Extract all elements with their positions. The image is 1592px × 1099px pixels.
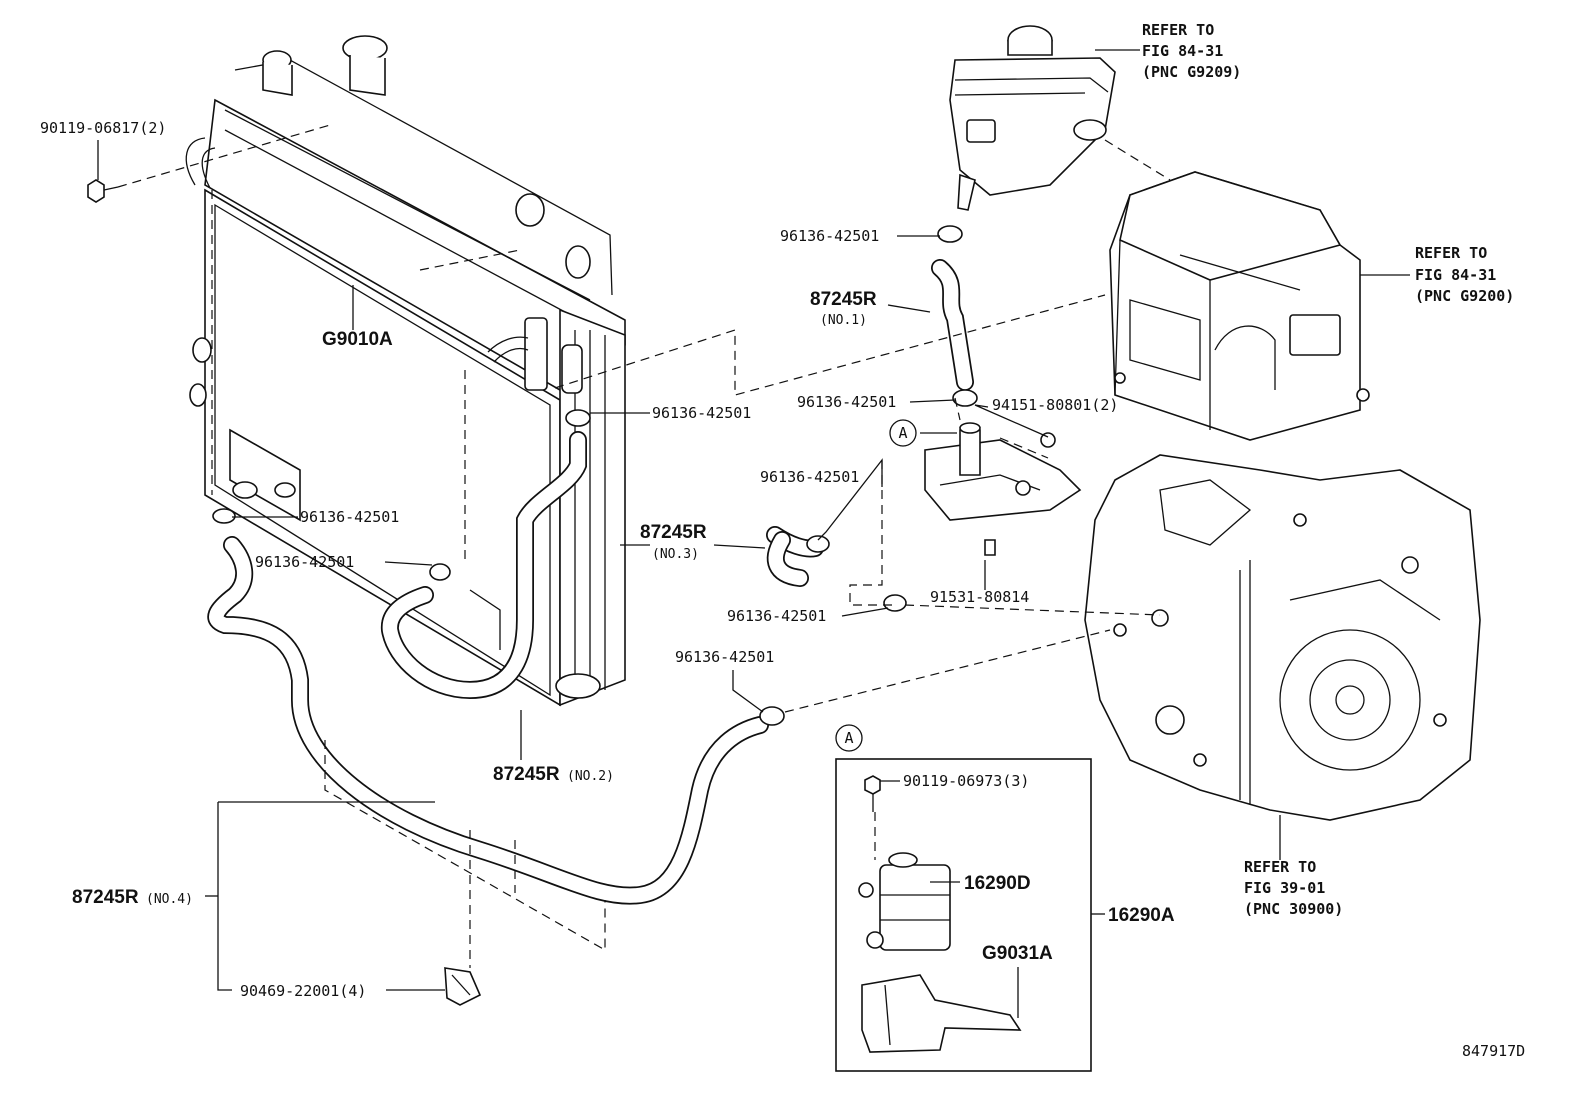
label-hose-no3-sub: (NO.3) xyxy=(652,547,699,562)
label-nut: 94151-80801(2) xyxy=(992,396,1118,414)
label-ref-trans-2: FIG 39-01 xyxy=(1244,879,1325,897)
clamps xyxy=(212,225,978,726)
label-ref-tank-3: (PNC G9209) xyxy=(1142,63,1241,81)
label-hose-no1-sub: (NO.1) xyxy=(820,313,867,328)
radiator-illustration xyxy=(185,35,626,707)
label-clamp-hose-no4: 96136-42501 xyxy=(675,648,774,666)
callout-a-detail: A xyxy=(844,729,853,747)
label-ref-inverter-3: (PNC G9200) xyxy=(1415,287,1514,305)
label-clamp-radiator-lower: 96136-42501 xyxy=(300,508,399,526)
leader-lines xyxy=(97,49,1410,1018)
detail-box-a xyxy=(835,758,1092,1072)
label-hose-no3: 87245R xyxy=(640,522,707,543)
label-pump: 16290D xyxy=(964,873,1031,894)
label-clamp-radiator-upper: 96136-42501 xyxy=(652,404,751,422)
hose-no4-illustration xyxy=(207,536,769,905)
transaxle-illustration xyxy=(1084,454,1481,821)
label-hose-no4-sub: (NO.4) xyxy=(146,892,193,907)
bolt-radiator-illustration xyxy=(87,179,119,203)
diagram-id: 847917D xyxy=(1462,1042,1525,1060)
label-ref-trans-1: REFER TO xyxy=(1244,858,1316,876)
labels: 90119-06817(2) G9010A 96136-42501 96136-… xyxy=(40,21,1525,1060)
label-ref-inverter-2: FIG 84-31 xyxy=(1415,266,1496,284)
label-clamp-tank: 96136-42501 xyxy=(780,227,879,245)
label-bolt-radiator: 90119-06817(2) xyxy=(40,119,166,137)
label-ref-trans-3: (PNC 30900) xyxy=(1244,900,1343,918)
label-bracket: G9031A xyxy=(982,943,1053,964)
reservoir-tank-illustration xyxy=(949,25,1116,211)
label-hose-no4: 87245R xyxy=(72,887,139,908)
label-clamp-pump-lower: 96136-42501 xyxy=(727,607,826,625)
label-pump-assy: 16290A xyxy=(1108,905,1175,926)
label-hose-no2: 87245R xyxy=(493,764,560,785)
label-clip: 90469-22001(4) xyxy=(240,982,366,1000)
callouts: A A xyxy=(835,419,917,752)
label-bolt-detail: 90119-06973(3) xyxy=(903,772,1029,790)
label-radiator: G9010A xyxy=(322,329,393,350)
hose-no2-illustration xyxy=(381,431,587,700)
label-clamp-radiator-bottom: 96136-42501 xyxy=(255,553,354,571)
label-hose-no2-sub: (NO.2) xyxy=(567,769,614,784)
label-ref-tank-1: REFER TO xyxy=(1142,21,1214,39)
water-pump-illustration xyxy=(924,422,1082,556)
callout-a-upper: A xyxy=(898,424,907,442)
label-clamp-hose-no3: 96136-42501 xyxy=(760,468,859,486)
label-ref-inverter-1: REFER TO xyxy=(1415,244,1487,262)
label-clamp-pump-upper: 96136-42501 xyxy=(797,393,896,411)
clip-illustration xyxy=(444,967,482,1006)
label-ref-tank-2: FIG 84-31 xyxy=(1142,42,1223,60)
dashed-lines xyxy=(117,124,1171,968)
label-hose-no1: 87245R xyxy=(810,289,877,310)
label-bolt-pump: 91531-80814 xyxy=(930,588,1029,606)
inverter-illustration xyxy=(1109,171,1370,441)
hose-no1-illustration xyxy=(931,259,974,391)
